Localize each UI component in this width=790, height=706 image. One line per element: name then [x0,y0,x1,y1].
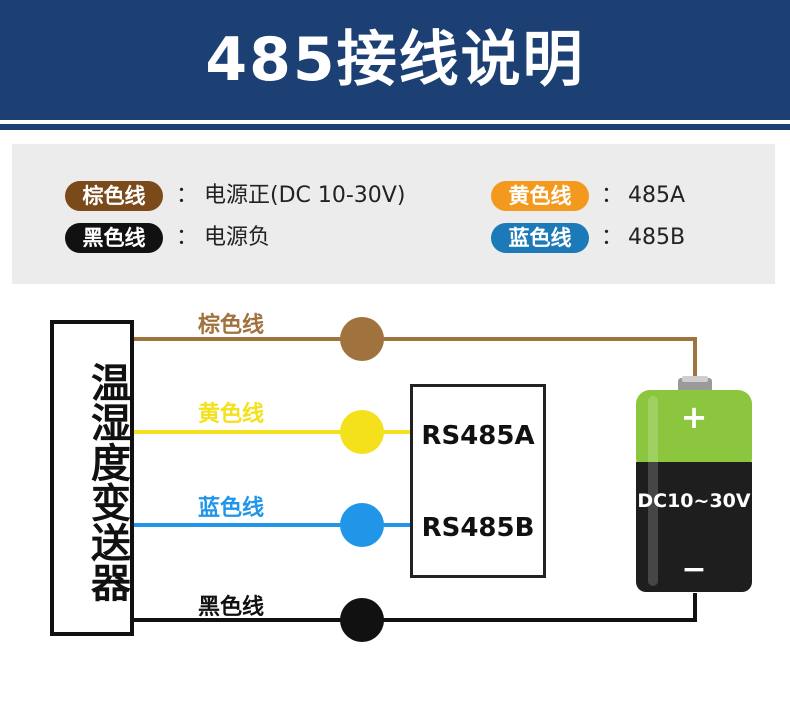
legend-text-brown: 电源正(DC 10-30V) [204,183,406,208]
battery-plus-sign: + [680,398,708,436]
battery-voltage-label: DC10~30V [637,490,751,512]
header-divider [0,124,790,130]
legend-pill-brown: 棕色线 [65,181,163,211]
node-blue [340,503,384,547]
battery-top-band [636,390,752,472]
legend-pill-yellow: 黄色线 [491,181,589,211]
legend-sep-black: ： [176,225,199,250]
transmitter-device: 温湿度变送器 [50,320,134,636]
battery-body [636,462,752,592]
rs485b-label: RS485B [421,513,535,543]
rs485a-label: RS485A [421,421,535,451]
legend-sep-brown: ： [176,183,199,208]
battery [636,376,752,592]
wire-label-yellow: 黄色线 [198,402,265,427]
legend-pill-blue: 蓝色线 [491,223,589,253]
device-label: 温湿度变送器 [84,362,130,602]
legend-text-yellow: 485A [628,183,686,208]
legend-text-blue: 485B [628,225,686,250]
wire-label-brown: 棕色线 [198,313,265,338]
wire-label-black: 黑色线 [198,595,265,620]
node-brown [340,317,384,361]
page-title: 485接线说明 [205,25,585,95]
header-banner [0,0,790,120]
battery-mid-band [636,462,752,474]
wire-label-blue: 蓝色线 [198,496,265,521]
legend-sep-yellow: ： [601,183,624,208]
legend-pill-black: 黑色线 [65,223,163,253]
node-black [340,598,384,642]
legend-text-black: 电源负 [204,225,271,250]
battery-minus-sign: − [681,552,707,587]
legend-panel [12,144,775,284]
battery-terminal-cap [682,376,708,382]
rs485-terminal-box: RS485A RS485B [410,384,546,578]
legend-sep-blue: ： [601,225,624,250]
battery-shine [648,396,658,586]
node-yellow [340,410,384,454]
wire-brown [134,337,697,384]
wire-black [134,593,697,622]
